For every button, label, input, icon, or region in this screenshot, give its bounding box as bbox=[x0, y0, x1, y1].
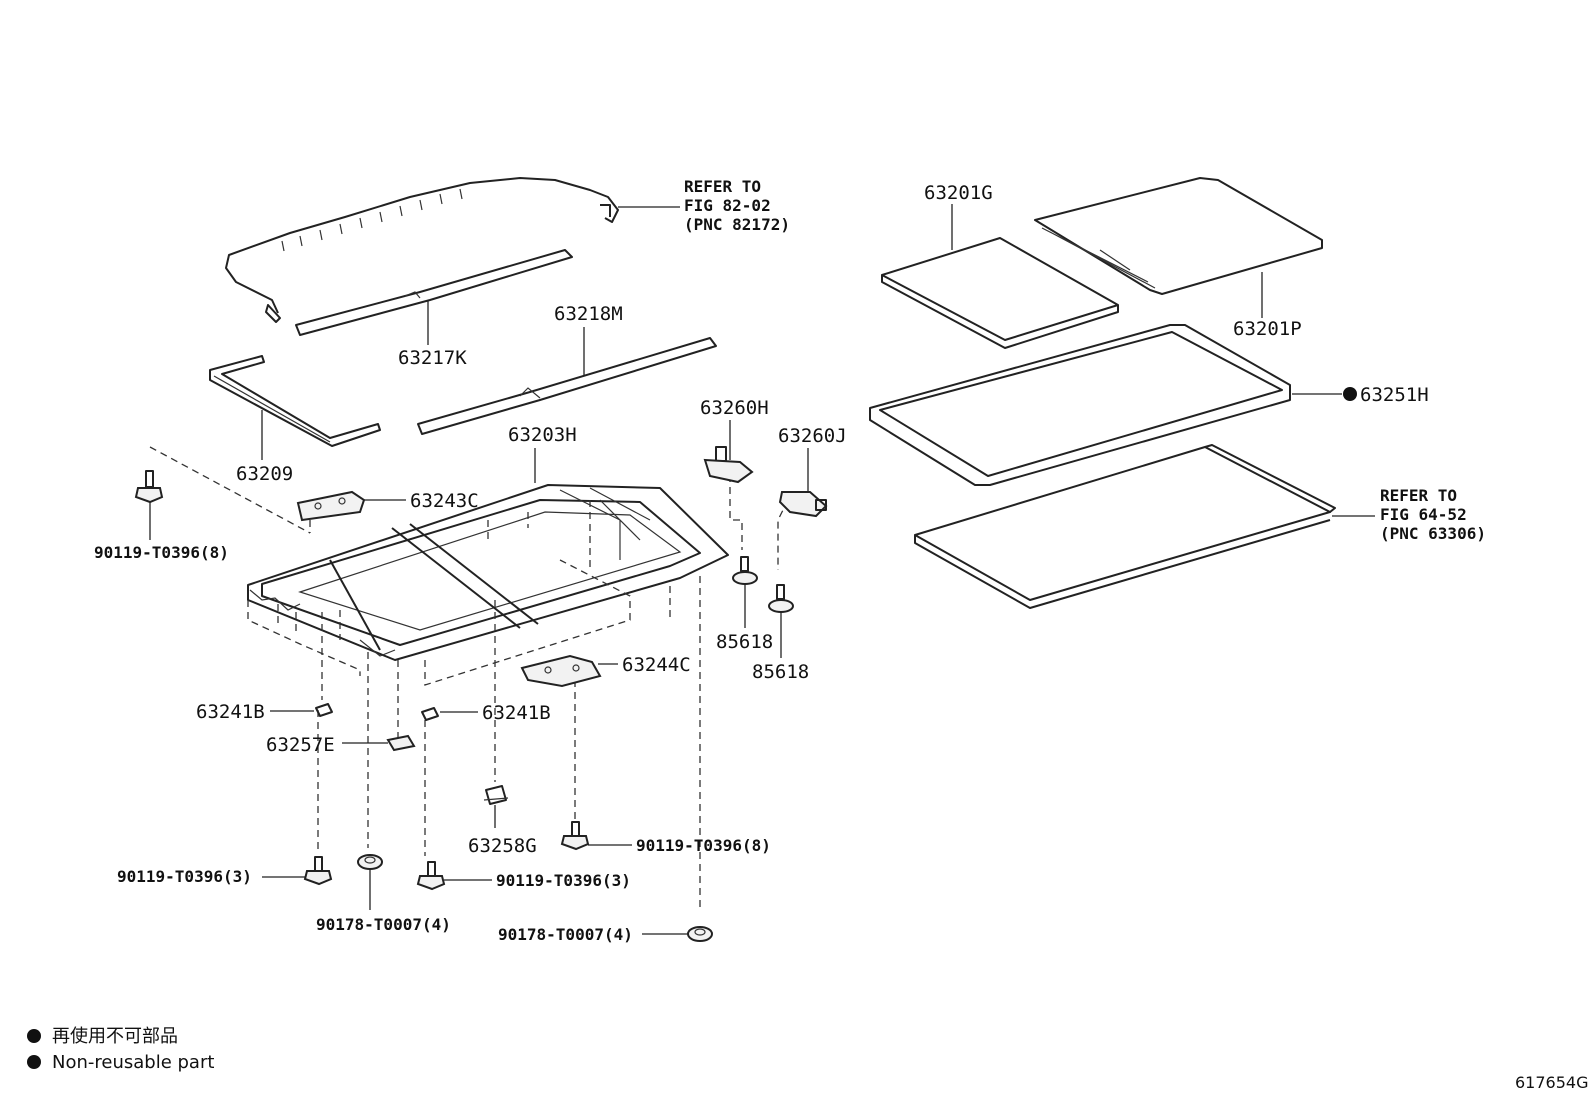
label-63243C: 63243C bbox=[410, 490, 479, 512]
label-63260H: 63260H bbox=[700, 397, 769, 419]
clip-63241B-left bbox=[315, 703, 333, 717]
label-63209: 63209 bbox=[236, 463, 293, 485]
label-bolt-bottom-left: 90119-T0396(3) bbox=[117, 867, 252, 886]
ref-drip-line3: (PNC 82172) bbox=[684, 215, 790, 234]
label-63201P: 63201P bbox=[1233, 318, 1302, 340]
label-85618-a: 85618 bbox=[716, 631, 773, 653]
ref-drip-line1: REFER TO bbox=[684, 177, 761, 196]
nut-90178-T0007-left bbox=[357, 854, 383, 870]
label-63241B-left: 63241B bbox=[196, 701, 265, 723]
ref-sunshade-line1: REFER TO bbox=[1380, 486, 1457, 505]
label-63218M: 63218M bbox=[554, 303, 623, 325]
bolt-90119-T0396-bottom-left bbox=[303, 856, 333, 886]
label-63217K: 63217K bbox=[398, 347, 467, 369]
glass-63201G bbox=[881, 237, 1119, 349]
seal-63251H bbox=[869, 324, 1291, 486]
label-bolt-mid: 90119-T0396(8) bbox=[636, 836, 771, 855]
non-reusable-marker bbox=[1343, 387, 1357, 401]
label-63241B-right: 63241B bbox=[482, 702, 551, 724]
label-63251H: 63251H bbox=[1360, 384, 1429, 406]
bolt-90119-T0396-mid bbox=[560, 821, 590, 851]
label-nut-left: 90178-T0007(4) bbox=[316, 915, 451, 934]
drip-channel-wire bbox=[225, 177, 619, 323]
label-63203H: 63203H bbox=[508, 424, 577, 446]
label-85618-b: 85618 bbox=[752, 661, 809, 683]
weatherstrip-63217K bbox=[295, 249, 573, 336]
assembly-dashed-lines bbox=[149, 446, 789, 912]
sunshade bbox=[914, 444, 1336, 609]
fastener-85618-a bbox=[732, 556, 758, 585]
ref-sunshade-line2: FIG 64-52 bbox=[1380, 505, 1467, 524]
sunroof-frame-63203H bbox=[247, 484, 729, 661]
sensor-63260H bbox=[703, 446, 754, 484]
bolt-90119-T0396-bottom-mid bbox=[416, 861, 446, 891]
label-63260J: 63260J bbox=[778, 425, 847, 447]
legend-bullet-en bbox=[27, 1055, 41, 1069]
legend-text-en: Non-reusable part bbox=[52, 1052, 214, 1073]
label-63257E: 63257E bbox=[266, 734, 335, 756]
figure-number: 617654G bbox=[1515, 1073, 1588, 1092]
legend-bullet-jp bbox=[27, 1029, 41, 1043]
label-bolt-left: 90119-T0396(8) bbox=[94, 543, 229, 562]
sensor-63260J bbox=[778, 491, 828, 518]
deflector-63209 bbox=[209, 355, 381, 447]
label-bolt-bottom-mid: 90119-T0396(3) bbox=[496, 871, 631, 890]
clip-63241B-right bbox=[421, 707, 439, 721]
rail-63218M bbox=[417, 337, 717, 435]
ref-drip-line2: FIG 82-02 bbox=[684, 196, 771, 215]
clip-63257E bbox=[386, 734, 416, 752]
clip-63258G bbox=[483, 785, 509, 805]
bracket-63244C bbox=[520, 654, 602, 688]
label-63201G: 63201G bbox=[924, 182, 993, 204]
fastener-85618-b bbox=[768, 584, 794, 613]
legend-text-jp: 再使用不可部品 bbox=[52, 1026, 178, 1047]
bracket-63243C bbox=[296, 490, 366, 522]
label-63244C: 63244C bbox=[622, 654, 691, 676]
label-nut-right: 90178-T0007(4) bbox=[498, 925, 633, 944]
label-63258G: 63258G bbox=[468, 835, 537, 857]
bolt-90119-T0396-left bbox=[134, 470, 164, 504]
ref-sunshade-line3: (PNC 63306) bbox=[1380, 524, 1486, 543]
nut-90178-T0007-right bbox=[687, 926, 713, 942]
glass-63201P bbox=[1034, 177, 1323, 295]
